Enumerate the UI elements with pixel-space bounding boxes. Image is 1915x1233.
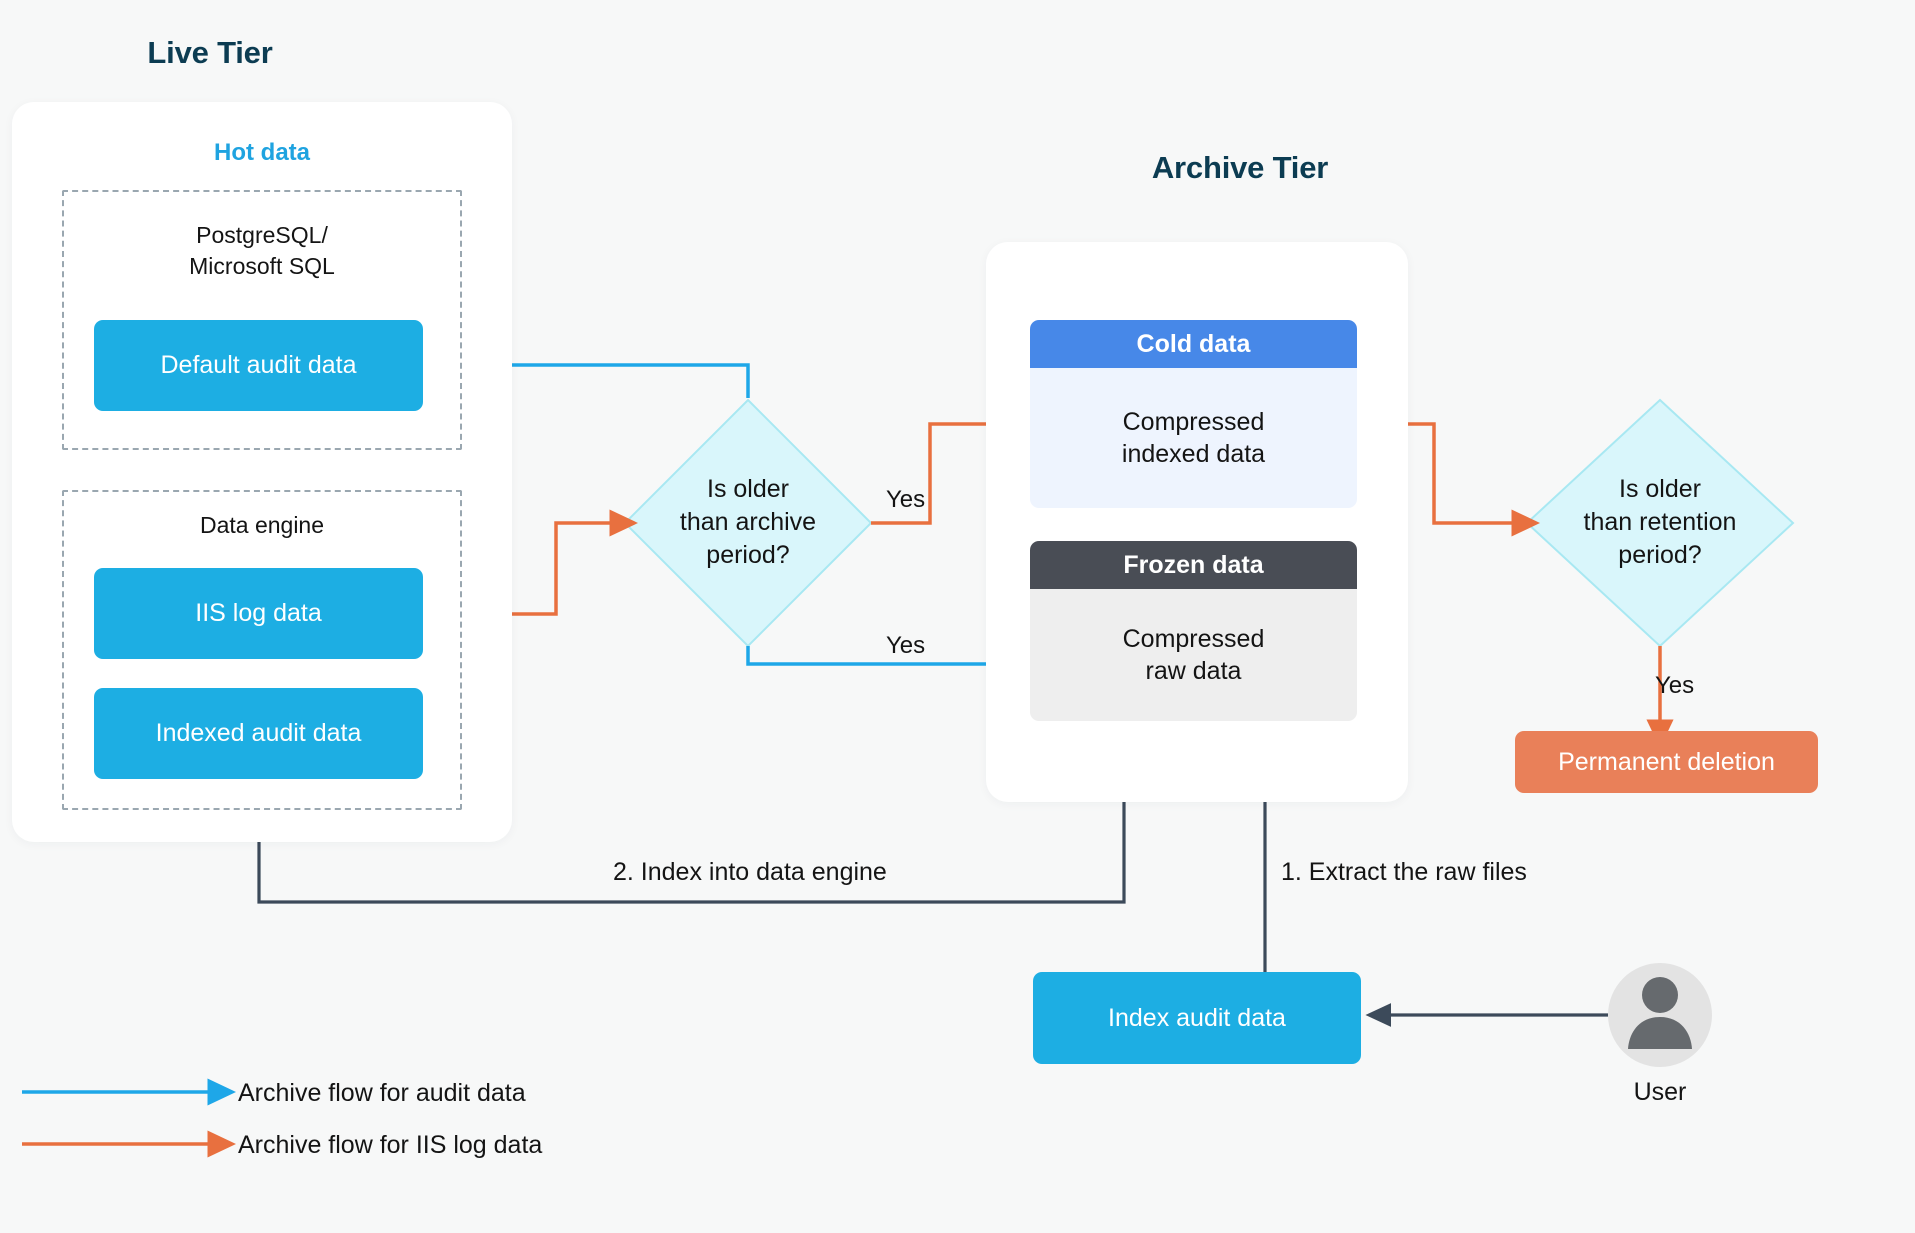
cold-data-header: Cold data xyxy=(1030,320,1357,368)
index-audit-data-box[interactable]: Index audit data xyxy=(1033,972,1361,1064)
archive-decision-line2: than archive xyxy=(679,508,817,536)
cold-data-body: Compressed indexed data xyxy=(1030,368,1357,508)
user-caption: User xyxy=(1633,1078,1687,1106)
live-tier-title: Live Tier xyxy=(147,35,273,70)
legend-label-iis-flow: Archive flow for IIS log data xyxy=(238,1131,543,1159)
frozen-body-line2: raw data xyxy=(1145,657,1242,685)
yes-label-to-deletion: Yes xyxy=(1655,672,1695,699)
legend-label-audit-flow: Archive flow for audit data xyxy=(238,1079,526,1107)
cold-data-box[interactable]: Cold data Compressed indexed data xyxy=(1030,320,1357,508)
postgres-sql-group xyxy=(62,190,462,450)
cold-body-line2: indexed data xyxy=(1121,440,1266,468)
retention-decision-line2: than retention xyxy=(1583,508,1737,536)
step-2-index-into-data-engine-label: 2. Index into data engine xyxy=(613,858,887,886)
archive-period-decision-label: Is older than archive period? xyxy=(625,473,871,572)
permanent-deletion-box[interactable]: Permanent deletion xyxy=(1515,731,1818,793)
archive-decision-line1: Is older xyxy=(707,475,789,503)
cold-body-line1: Compressed xyxy=(1122,408,1265,436)
frozen-data-body: Compressed raw data xyxy=(1030,589,1357,721)
yes-label-to-frozen: Yes xyxy=(886,632,926,659)
frozen-body-line1: Compressed xyxy=(1122,625,1265,653)
postgres-label-line1: PostgreSQL/ xyxy=(196,222,328,248)
data-engine-group xyxy=(62,490,462,810)
archive-tier-title: Archive Tier xyxy=(1151,150,1329,185)
retention-decision-line1: Is older xyxy=(1619,475,1701,503)
yes-label-to-cold: Yes xyxy=(886,486,926,513)
data-engine-group-label: Data engine xyxy=(199,512,325,538)
postgres-sql-group-label: PostgreSQL/ Microsoft SQL xyxy=(62,220,462,281)
indexed-audit-data-box[interactable]: Indexed audit data xyxy=(94,688,423,779)
iis-log-data-box[interactable]: IIS log data xyxy=(94,568,423,659)
frozen-data-box[interactable]: Frozen data Compressed raw data xyxy=(1030,541,1357,721)
retention-period-decision-label: Is older than retention period? xyxy=(1527,473,1793,572)
user-avatar-icon xyxy=(1608,963,1712,1067)
postgres-label-line2: Microsoft SQL xyxy=(189,252,335,279)
step-1-extract-raw-files-label: 1. Extract the raw files xyxy=(1281,858,1527,886)
default-audit-data-box[interactable]: Default audit data xyxy=(94,320,423,411)
retention-decision-line3: period? xyxy=(1618,541,1702,569)
hot-data-subtitle: Hot data xyxy=(214,139,310,166)
archive-decision-line3: period? xyxy=(706,541,790,569)
frozen-data-header: Frozen data xyxy=(1030,541,1357,589)
